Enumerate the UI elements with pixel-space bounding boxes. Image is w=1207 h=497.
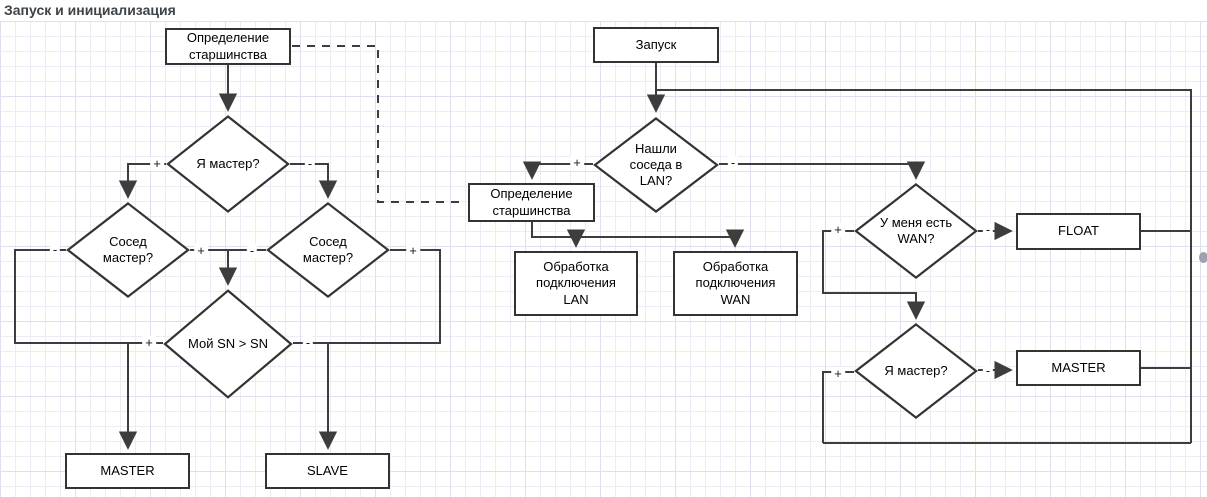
node-lan-processing[interactable]: Обработка подключения LAN bbox=[514, 251, 638, 316]
diamond-shape bbox=[266, 202, 390, 298]
node-my-sn-gt-sn[interactable]: Мой SN > SN bbox=[163, 289, 293, 399]
edge-lanq-plus[interactable] bbox=[522, 161, 593, 180]
node-seniority-mid-label: Определение старшинства bbox=[490, 186, 573, 218]
edge-lanq-minus[interactable] bbox=[719, 161, 926, 180]
node-have-wan-label: У меня есть WAN? bbox=[879, 214, 953, 246]
page-title: Запуск и инициализация bbox=[4, 2, 176, 18]
node-seniority-mid[interactable]: Определение старшинства bbox=[468, 183, 595, 222]
edge-masterq-right-plus-loop[interactable] bbox=[822, 371, 854, 443]
node-master-left[interactable]: MASTER bbox=[65, 453, 190, 489]
edge-label-masterq-right-minus: - bbox=[982, 364, 994, 378]
node-seniority-top[interactable]: Определение старшинства bbox=[165, 28, 291, 65]
node-have-wan[interactable]: У меня есть WAN? bbox=[854, 183, 978, 279]
node-start[interactable]: Запуск bbox=[593, 27, 719, 63]
node-wan-processing-label: Обработка подключения WAN bbox=[695, 259, 776, 307]
node-master-right[interactable]: MASTER bbox=[1016, 350, 1141, 386]
node-start-label: Запуск bbox=[635, 36, 677, 52]
node-float[interactable]: FLOAT bbox=[1016, 213, 1141, 250]
node-my-sn-gt-sn-label: Мой SN > SN bbox=[187, 335, 268, 351]
node-am-i-master-right[interactable]: Я мастер? bbox=[854, 323, 978, 419]
node-master-right-label: MASTER bbox=[1051, 359, 1106, 375]
edge-label-neighborright-minus: - bbox=[246, 244, 258, 258]
node-found-neighbor-lan-label: Нашли соседа в LAN? bbox=[629, 140, 683, 189]
edge-label-wanq-plus: + bbox=[831, 223, 845, 237]
edge-masterq-minus[interactable] bbox=[290, 163, 338, 199]
edge-label-neighborleft-plus: + bbox=[194, 244, 208, 258]
edge-label-lanq-plus: + bbox=[570, 156, 584, 170]
node-wan-processing[interactable]: Обработка подключения WAN bbox=[673, 251, 798, 316]
edge-label-wanq-minus: - bbox=[982, 223, 994, 237]
edge-label-neighborleft-minus: - bbox=[49, 243, 61, 257]
edge-label-masterq-right-plus: + bbox=[831, 367, 845, 381]
diamond-shape bbox=[593, 117, 719, 213]
node-float-label: FLOAT bbox=[1058, 223, 1099, 239]
node-am-i-master-left-label: Я мастер? bbox=[196, 155, 260, 171]
edge-label-neighborright-plus: + bbox=[406, 244, 420, 258]
node-neighbor-master-right[interactable]: Сосед мастер? bbox=[266, 202, 390, 298]
node-found-neighbor-lan[interactable]: Нашли соседа в LAN? bbox=[593, 117, 719, 213]
node-neighbor-master-right-label: Сосед мастер? bbox=[302, 233, 354, 265]
diamond-shape bbox=[854, 183, 978, 279]
edge-label-lanq-minus: - bbox=[727, 156, 739, 170]
diamond-shape bbox=[163, 289, 293, 399]
edge-neighborleft-minus-loop[interactable] bbox=[14, 249, 163, 344]
node-neighbor-master-left[interactable]: Сосед мастер? bbox=[66, 202, 190, 298]
diamond-shape bbox=[854, 323, 978, 419]
edge-label-masterq-minus: - bbox=[304, 157, 316, 171]
edge-seniority-mid-split[interactable] bbox=[531, 222, 735, 238]
node-master-left-label: MASTER bbox=[100, 462, 155, 478]
node-seniority-top-label: Определение старшинства bbox=[186, 30, 270, 62]
node-am-i-master-right-label: Я мастер? bbox=[884, 362, 948, 378]
edge-label-masterq-plus: + bbox=[150, 157, 164, 171]
node-am-i-master-left[interactable]: Я мастер? bbox=[166, 115, 290, 213]
diamond-shape bbox=[166, 115, 290, 213]
edge-label-sn-plus: + bbox=[142, 336, 156, 350]
node-slave[interactable]: SLAVE bbox=[265, 453, 390, 489]
canvas-edge-handle-dot bbox=[1199, 252, 1207, 263]
node-lan-processing-label: Обработка подключения LAN bbox=[536, 259, 616, 307]
edge-label-sn-minus: - bbox=[302, 336, 314, 350]
node-neighbor-master-left-label: Сосед мастер? bbox=[102, 233, 154, 265]
edge-feedback-top[interactable] bbox=[656, 89, 1192, 443]
node-slave-label: SLAVE bbox=[307, 462, 348, 478]
diamond-shape bbox=[66, 202, 190, 298]
edge-seniority-association-dashed[interactable] bbox=[292, 45, 464, 203]
